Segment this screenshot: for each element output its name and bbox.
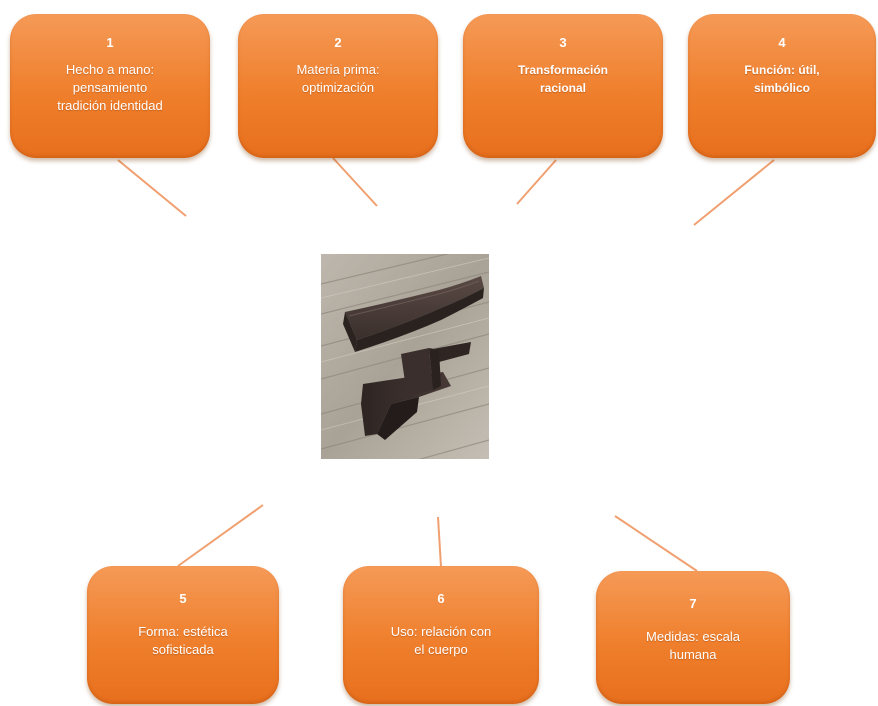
node-number-5: 5 (179, 591, 187, 606)
node-label-3: Transformación racional (517, 63, 609, 95)
node-number-3: 3 (559, 35, 567, 50)
connector-7 (614, 515, 698, 572)
connector-6 (437, 516, 442, 568)
node-box-4: 4 Función: útil, simbólico (688, 14, 876, 158)
node-box-1: 1 Hecho a mano: pensamiento tradición id… (10, 14, 210, 158)
node-label-5: Forma: estética sofisticada (138, 624, 228, 657)
node-box-5: 5 Forma: estética sofisticada (87, 566, 279, 704)
central-stool-photo (321, 254, 489, 459)
connector-4 (693, 159, 775, 226)
node-label-4: Función: útil, simbólico (744, 63, 820, 95)
connector-3 (516, 159, 557, 205)
node-number-4: 4 (778, 35, 786, 50)
connector-2 (332, 157, 378, 207)
node-label-1: Hecho a mano: pensamiento tradición iden… (57, 62, 163, 113)
node-box-3: 3 Transformación racional (463, 14, 663, 158)
node-label-6: Uso: relación con el cuerpo (390, 624, 492, 657)
node-label-2: Materia prima: optimización (296, 62, 380, 95)
node-number-2: 2 (334, 35, 342, 50)
stool-illustration (321, 254, 489, 459)
connector-5 (177, 504, 264, 567)
node-box-6: 6 Uso: relación con el cuerpo (343, 566, 539, 704)
node-box-2: 2 Materia prima: optimización (238, 14, 438, 158)
connector-1 (117, 159, 187, 217)
node-label-7: Medidas: escala humana (646, 629, 740, 662)
node-number-7: 7 (689, 596, 697, 611)
node-number-6: 6 (437, 591, 445, 606)
node-number-1: 1 (106, 35, 114, 50)
node-box-7: 7 Medidas: escala humana (596, 571, 790, 704)
